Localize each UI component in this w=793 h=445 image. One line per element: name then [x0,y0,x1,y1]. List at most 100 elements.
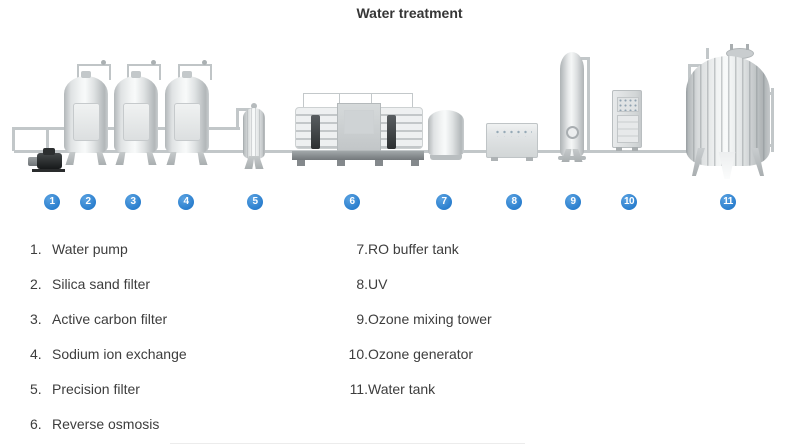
filter-cap [251,103,257,109]
ro-skid-base [292,151,424,160]
legend-label: Precision filter [52,381,140,397]
sodium-ion-exchange-illustration [165,71,209,153]
legend-number: 9. [356,311,368,327]
legend-item-reverse-osmosis: 6.Reverse osmosis [30,416,159,433]
legend-number: 10. [348,346,368,362]
legend-number: 2. [30,276,42,292]
tower-riser-pipe [587,57,590,152]
tank-leg [95,152,106,165]
hatch-handle [730,44,733,50]
legend-number: 6. [30,416,42,432]
ro-foot [375,160,383,166]
reverse-osmosis-illustration [292,93,424,168]
legend-item-sodium-ion-exchange: 4. Sodium ion exchange [30,346,187,363]
tank-panel [174,103,201,141]
pump-outlet-pipe [46,127,49,151]
pump-snout [28,157,39,166]
water-pump-illustration [28,145,68,173]
water-tank-rail [771,88,774,152]
tank-panel [123,103,150,141]
buffer-tank-skirt [430,155,462,160]
ozone-mixing-tower-illustration [558,52,586,166]
ro-high-pressure-pump [387,115,396,149]
tank-leg [145,152,156,165]
legend-item-ozone-generator: 10.Ozone generator [330,346,474,363]
legend-label: Water tank [368,381,436,397]
legend-item-precision-filter: 5. Precision filter [30,381,140,398]
tank-leg [196,152,207,165]
tank-nozzle [131,71,141,78]
inlet-pipe [12,127,15,151]
legend-number: 8. [356,276,368,292]
legend-item-ozone-mixing-tower: 9.Ozone mixing tower [330,311,491,328]
marker-5: 5 [247,194,263,210]
legend-label: Active carbon filter [52,311,168,327]
legend-item-water-pump: 1. Water pump [30,241,128,258]
filter-body [243,108,265,159]
tank1-top-pipe [77,64,111,80]
legend-item-active-carbon-filter: 3. Active carbon filter [30,311,167,328]
tank-nozzle [81,71,91,78]
ro-foot [337,160,345,166]
legend-number: 7. [356,241,368,257]
legend-label: Silica sand filter [52,276,151,292]
tower-sight-port [566,126,579,139]
legend-item-silica-sand-filter: 2. Silica sand filter [30,276,150,293]
pump-body [37,153,62,169]
legend-label: UV [368,276,388,292]
legend-item-uv: 8.UV [330,276,387,293]
legend-label: Water pump [52,241,128,257]
water-tank-body [686,56,770,166]
ro-high-pressure-pump [311,115,320,149]
filter-leg [252,156,263,169]
marker-6: 6 [344,194,360,210]
tank2-top-pipe [127,64,161,80]
page-title: Water treatment [356,5,463,21]
pump-base [32,169,65,172]
legend-number: 1. [30,241,42,257]
hatch-handle [746,44,749,50]
cabinet-door [617,115,639,143]
water-tank-illustration [686,44,770,179]
marker-7: 7 [436,194,452,210]
tank-leg [166,152,177,165]
tank1-valve-icon [101,60,106,65]
legend-number: 3. [30,311,42,327]
ro-top-frame [303,93,413,107]
marker-10: 10 [621,194,637,210]
legend-number: 11. [349,381,368,397]
legend-number: 4. [30,346,42,362]
uv-indicator-dots [494,129,532,137]
ro-foot [297,160,305,166]
precision-filter-feed-pipe [236,108,239,129]
cabinet-foot [632,147,638,151]
tank-panel [73,103,100,141]
cabinet-indicator-panel [617,97,639,112]
ro-buffer-tank-illustration [428,110,464,160]
pump-motor [43,148,55,155]
marker-9: 9 [565,194,581,210]
ro-control-panel [337,103,381,151]
tank3-top-pipe [178,64,212,80]
water-tank-inlet-pipe [688,64,705,67]
water-tank-vent-pipe [706,48,709,59]
marker-8: 8 [506,194,522,210]
ozone-generator-illustration [612,90,642,151]
legend-number: 5. [30,381,42,397]
tower-body [560,52,584,158]
tank3-valve-icon [202,60,207,65]
cabinet-foot [616,147,622,151]
precision-filter-illustration [243,103,265,163]
tank-nozzle [182,71,192,78]
tank-leg [115,152,126,165]
active-carbon-filter-illustration [114,71,158,153]
marker-11: 11 [720,194,736,210]
legend-label: RO buffer tank [368,241,459,257]
uv-sterilizer-illustration [486,123,538,161]
ro-membrane-bank [377,107,423,149]
tank2-valve-icon [151,60,156,65]
tower-flange [558,156,586,160]
bottom-divider [170,443,525,444]
legend-label: Sodium ion exchange [52,346,187,362]
